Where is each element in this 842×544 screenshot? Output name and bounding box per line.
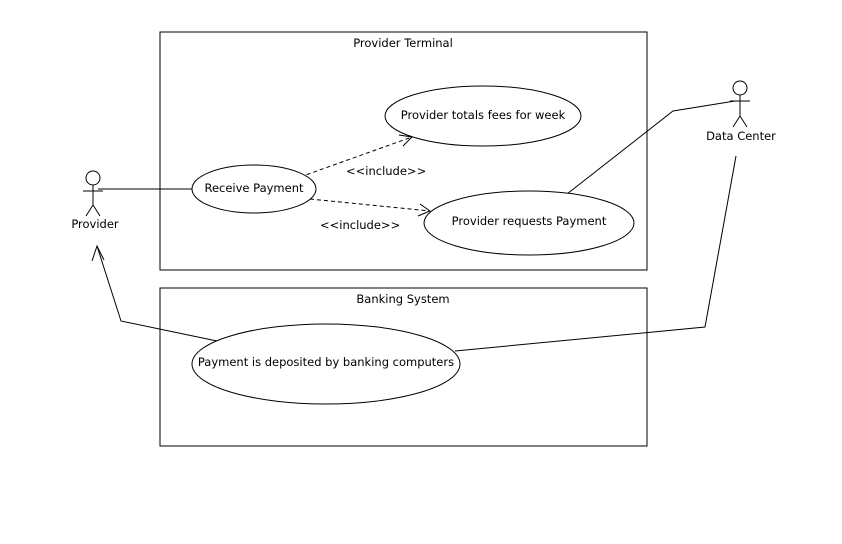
use-case-totals-fees[interactable]: Provider totals fees for week (384, 85, 582, 147)
use-case-requests-payment-label: Provider requests Payment (452, 214, 607, 228)
actor-provider[interactable]: Provider (71, 170, 119, 231)
use-case-receive-payment-ellipse[interactable] (191, 164, 317, 214)
actor-data-center[interactable]: Data Center (706, 80, 776, 143)
association-data-center-deposited (454, 155, 737, 352)
use-case-requests-payment-ellipse[interactable] (423, 190, 635, 256)
actor-provider-label: Provider (71, 217, 119, 231)
include-line-to-requests (309, 198, 431, 212)
include-label-1: <<include>> (346, 164, 426, 178)
include-arrowhead-requests (417, 203, 432, 217)
include-relationship-requests: <<include>> (309, 198, 432, 232)
actor-data-center-legs (732, 115, 748, 128)
actor-provider-legs (85, 204, 101, 217)
include-label-2: <<include>> (320, 218, 400, 232)
association-data-center-requests (566, 100, 736, 195)
association-deposited-to-provider (96, 245, 218, 342)
actor-data-center-head (732, 80, 748, 96)
actor-provider-head (85, 170, 101, 186)
banking-system-label: Banking System (356, 292, 449, 306)
actor-data-center-label: Data Center (706, 129, 776, 143)
use-case-deposited[interactable]: Payment is deposited by banking computer… (191, 323, 461, 405)
provider-terminal-label: Provider Terminal (353, 36, 453, 50)
open-arrowhead-provider (91, 244, 105, 262)
use-case-totals-fees-ellipse[interactable] (384, 85, 582, 147)
use-case-deposited-ellipse[interactable] (191, 323, 461, 405)
use-case-requests-payment[interactable]: Provider requests Payment (423, 190, 635, 256)
system-boundary-provider-terminal: Provider Terminal (159, 31, 648, 271)
use-case-totals-fees-label: Provider totals fees for week (401, 108, 566, 122)
use-case-receive-payment-label: Receive Payment (204, 181, 304, 195)
use-case-deposited-label: Payment is deposited by banking computer… (198, 355, 454, 369)
include-line-to-totals (299, 136, 413, 178)
use-case-receive-payment[interactable]: Receive Payment (191, 164, 317, 214)
include-relationship-totals: <<include>> (299, 134, 426, 178)
